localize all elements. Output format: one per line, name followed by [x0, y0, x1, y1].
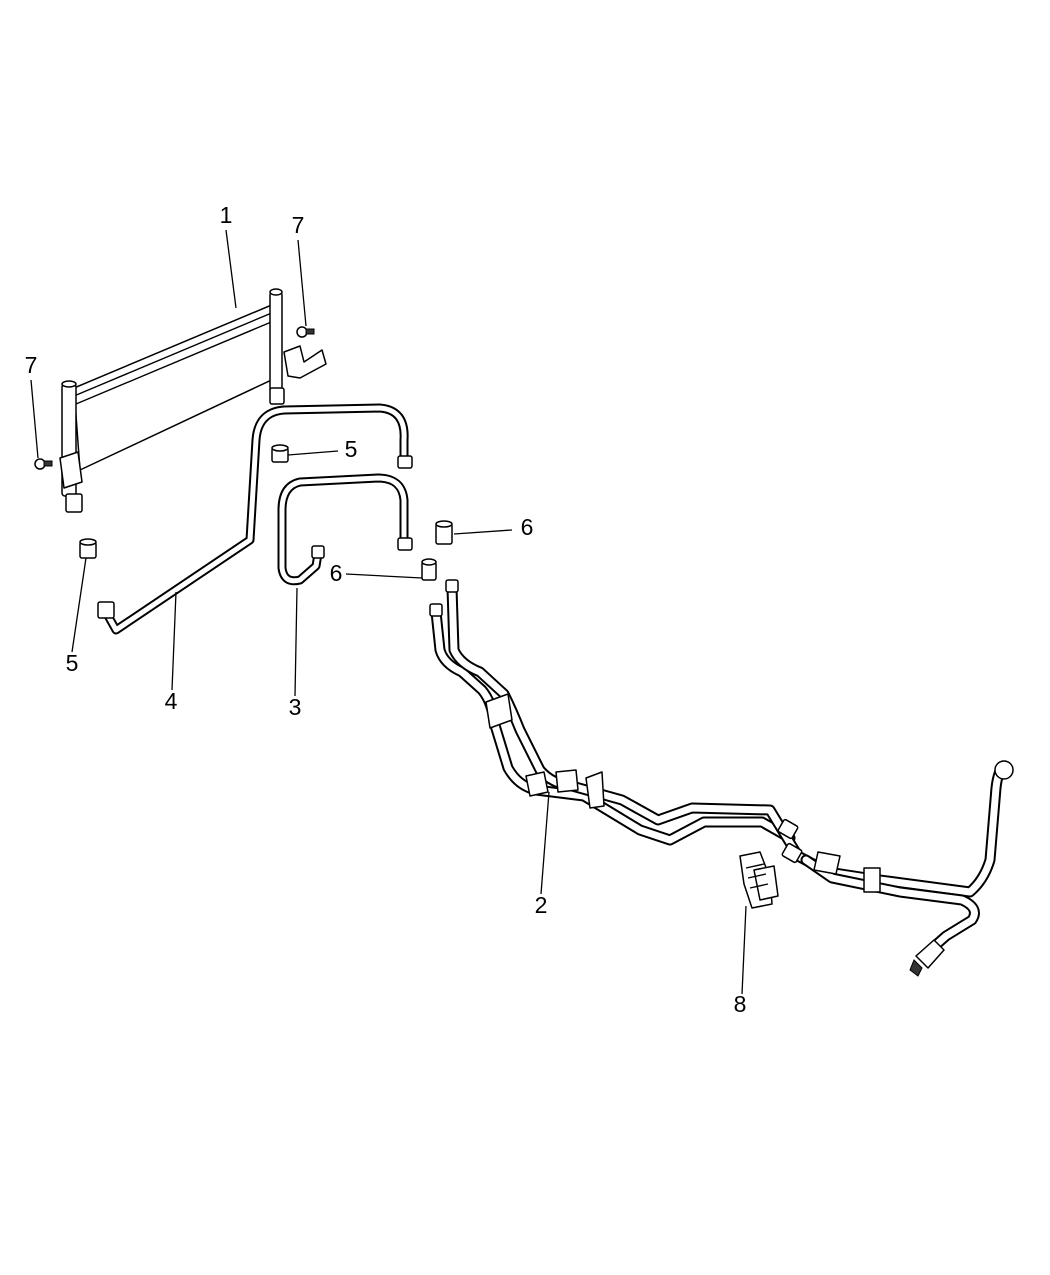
callout-6-bottom: 6: [330, 560, 343, 586]
callout-labels: 1 7 7 5 5 6 6 4 3 2 8: [25, 202, 747, 1017]
callout-8: 8: [734, 991, 747, 1017]
callout-1: 1: [220, 202, 233, 228]
cooler-line-4: [97, 403, 413, 635]
callout-7-left: 7: [25, 352, 38, 378]
callout-2: 2: [535, 892, 548, 918]
oil-cooler: [59, 288, 327, 513]
callout-5-top: 5: [345, 436, 358, 462]
clip-8: [739, 851, 779, 909]
trans-line-2: [429, 579, 1014, 977]
callout-5-left: 5: [66, 650, 79, 676]
cooler-line-3: [277, 473, 413, 586]
bolt-left: [34, 458, 53, 470]
callout-4: 4: [165, 688, 178, 714]
callout-3: 3: [289, 694, 302, 720]
callout-6-top: 6: [521, 514, 534, 540]
fitting-5-top: [271, 444, 289, 463]
sleeve-6-top: [435, 520, 453, 545]
sleeve-6-bottom: [421, 558, 437, 581]
fitting-5-left: [79, 538, 97, 559]
callout-7-right: 7: [292, 212, 305, 238]
leader-lines: [30, 229, 747, 995]
bolt-right: [296, 326, 315, 338]
